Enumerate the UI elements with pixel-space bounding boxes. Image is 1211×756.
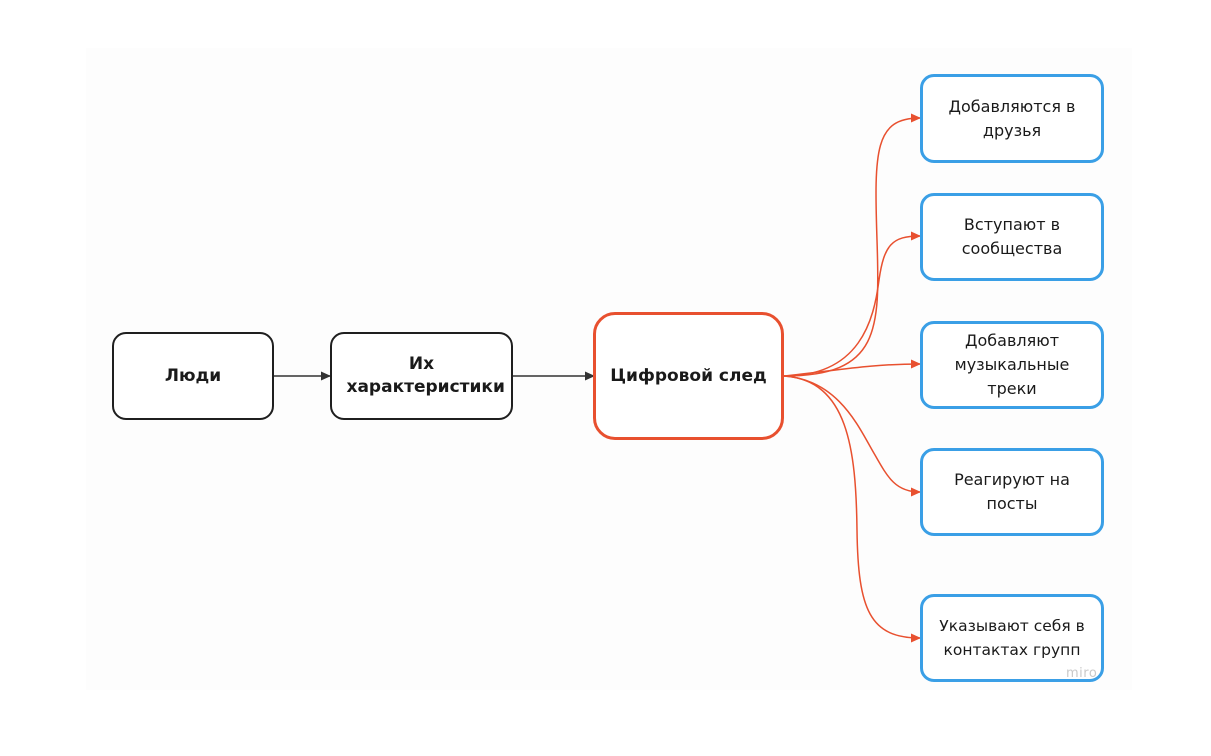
- action-communities: Вступают в сообщества: [920, 193, 1104, 281]
- action-react: Реагируют на посты: [920, 448, 1104, 536]
- node-people-label: Люди: [164, 365, 222, 386]
- node-footprint: Цифровой след: [593, 312, 784, 440]
- action-friends: Добавляются в друзья: [920, 74, 1104, 163]
- action-communities-label: Вступают в сообщества: [961, 215, 1063, 258]
- action-friends-label: Добавляются в друзья: [948, 96, 1076, 140]
- link-footprint-react: [783, 375, 921, 497]
- action-react-label: Реагируют на посты: [954, 470, 1070, 513]
- node-traits: Их характеристики: [330, 332, 513, 420]
- link-footprint-communities: [783, 231, 921, 377]
- node-traits-label: Их характеристики: [346, 354, 505, 397]
- node-people: Люди: [112, 332, 274, 420]
- link-footprint-music: [783, 359, 921, 377]
- action-music-label: Добавляют музыкальные треки: [954, 331, 1070, 398]
- action-contacts: Указывают себя в контактах групп: [920, 594, 1104, 682]
- link-footprint-friends: [783, 113, 921, 377]
- action-contacts-label: Указывают себя в контактах групп: [939, 617, 1085, 659]
- link-footprint-contacts: [783, 375, 921, 643]
- miro-watermark: miro: [1066, 666, 1098, 681]
- action-music: Добавляют музыкальные треки: [920, 321, 1104, 409]
- node-footprint-label: Цифровой след: [610, 365, 767, 386]
